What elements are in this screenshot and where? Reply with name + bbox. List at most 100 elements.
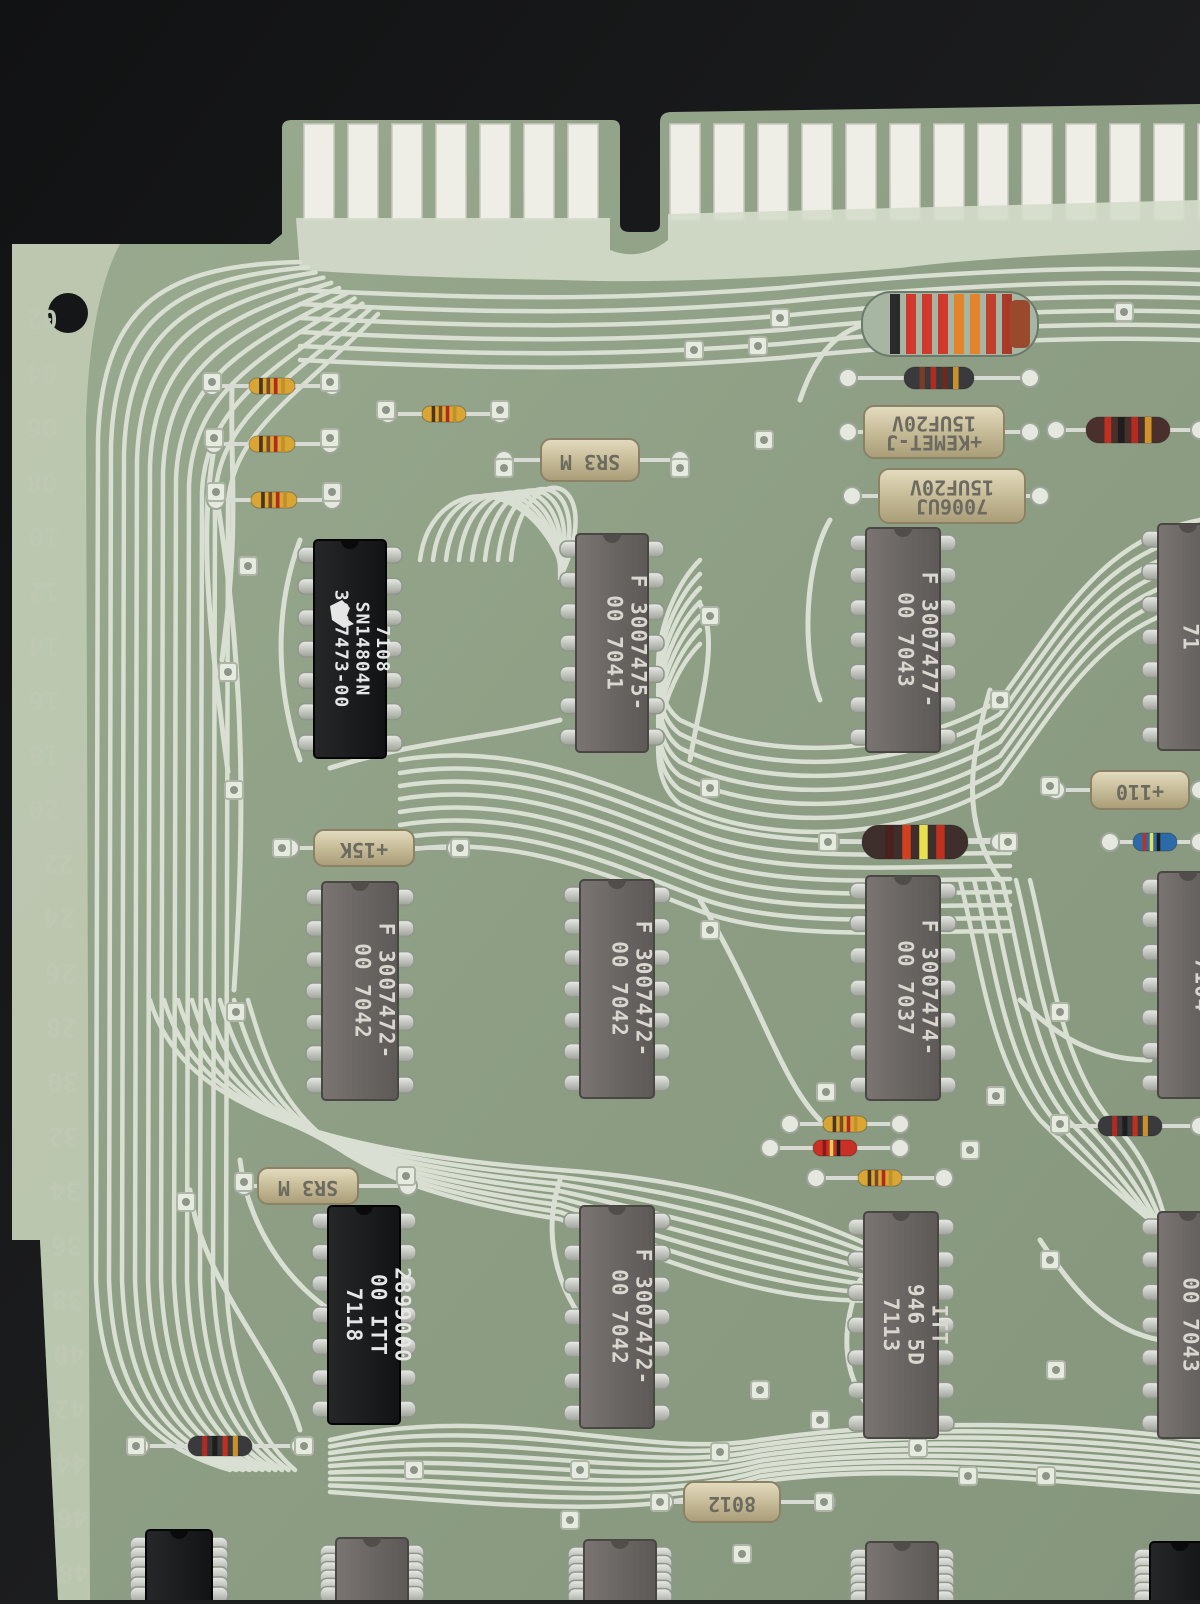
trace xyxy=(147,997,903,1263)
chip-notch xyxy=(892,1212,910,1221)
chip-3007475: F 3007475-00 7041 xyxy=(559,533,665,753)
resistor-r6 xyxy=(1085,416,1171,444)
trace xyxy=(213,489,244,993)
chip-label: F 3007472- xyxy=(374,923,398,1059)
trace xyxy=(327,1447,1200,1475)
capacitor-label: SR3 M xyxy=(560,450,620,474)
trace xyxy=(187,1187,303,1433)
color-band xyxy=(438,406,443,422)
color-band xyxy=(902,825,911,859)
chip-label: 00 7042 xyxy=(607,1269,631,1365)
chip-label: 00 7043 xyxy=(893,592,917,688)
color-band xyxy=(259,436,263,452)
via-hole xyxy=(822,1088,830,1096)
trace xyxy=(145,280,334,1473)
chip-notch xyxy=(894,528,912,537)
via-hole xyxy=(576,1466,584,1474)
edge-label: 48 xyxy=(58,1557,89,1587)
chip-notch xyxy=(603,534,621,543)
via-hole xyxy=(1042,1472,1050,1480)
via-hole xyxy=(716,1448,724,1456)
chip-notch xyxy=(1171,1542,1189,1551)
via-hole xyxy=(300,1442,308,1450)
edge-label: 26 xyxy=(45,957,76,987)
edge-label: 36 xyxy=(51,1230,82,1260)
color-band xyxy=(874,1170,879,1186)
chip-label: F 3007475- xyxy=(626,575,650,711)
via-hole xyxy=(996,696,1004,704)
via-hole xyxy=(914,1444,922,1452)
solder-joint xyxy=(1046,420,1066,440)
edge-label: 44 xyxy=(56,1448,87,1478)
via-hole xyxy=(410,1466,418,1474)
connector-finger xyxy=(303,123,335,221)
color-band xyxy=(445,406,450,422)
via-hole xyxy=(182,1198,190,1206)
capacitor-body xyxy=(257,1167,359,1205)
chip-label: F 3007474- xyxy=(917,920,941,1056)
chip-label: 00 ITT xyxy=(366,1274,390,1356)
via-hole xyxy=(328,488,336,496)
trace xyxy=(297,280,1200,314)
color-band xyxy=(1104,417,1112,443)
connector-plating xyxy=(296,200,1200,282)
color-band xyxy=(281,378,285,394)
trace xyxy=(106,264,311,1473)
edge-label: 18 xyxy=(28,739,59,769)
color-band xyxy=(822,1140,827,1156)
capacitor-body xyxy=(863,405,1005,459)
solder-joint xyxy=(1020,422,1040,442)
edge-label: 04 xyxy=(26,358,57,388)
solder-joint xyxy=(1020,368,1040,388)
via-hole xyxy=(210,434,218,442)
chip-notch xyxy=(351,882,369,891)
resistor-r4 xyxy=(421,405,467,423)
via-hole xyxy=(496,406,504,414)
resistor-r8 xyxy=(1132,832,1178,852)
via-hole xyxy=(244,562,252,570)
chip-label: 71 xyxy=(1178,623,1200,650)
chip-3007472-b: F 3007472-00 7042 xyxy=(563,879,671,1099)
mounting-hole xyxy=(48,293,88,333)
edge-label: 14 xyxy=(28,630,59,660)
chip-body xyxy=(335,1537,409,1604)
chip-label: 00 7043 xyxy=(1178,1277,1200,1373)
chip-notch xyxy=(1179,1212,1197,1221)
connector-finger xyxy=(713,123,745,221)
trace xyxy=(189,997,903,1280)
color-band xyxy=(953,367,959,389)
via-hole xyxy=(326,434,334,442)
chip-label: 00 7042 xyxy=(607,941,631,1037)
via-hole xyxy=(402,1172,410,1180)
chip-label: ITT xyxy=(928,1305,952,1346)
chip-right-bottom: F00 7043 xyxy=(1141,1211,1200,1439)
chip-body xyxy=(1149,1541,1200,1604)
solder-joint xyxy=(1190,420,1200,440)
trace xyxy=(278,537,303,763)
chip-label: 7118 xyxy=(342,1288,366,1343)
capacitor-label: +110 xyxy=(1116,780,1164,804)
connector-finger xyxy=(567,123,599,221)
edge-label: 40 xyxy=(53,1339,84,1369)
trace xyxy=(297,308,1200,342)
connector-finger xyxy=(669,123,701,221)
trace xyxy=(184,296,357,1473)
color-band xyxy=(1122,1116,1128,1136)
trace xyxy=(327,1453,1200,1483)
chip-label: 3007473-00 xyxy=(331,590,352,708)
capacitor-label: 7006UJ xyxy=(916,494,988,518)
color-band xyxy=(1112,1116,1118,1136)
color-band xyxy=(283,492,287,508)
chip-label: 2899000 xyxy=(391,1267,415,1363)
solder-joint xyxy=(1030,486,1050,506)
via-hole xyxy=(1046,782,1054,790)
trace xyxy=(203,997,903,1285)
trace xyxy=(1017,997,1153,1063)
edge-pin-labels: 0204060810121416182022242628303234363840… xyxy=(26,303,89,1587)
chip-notch xyxy=(355,1206,373,1215)
solder-joint xyxy=(1190,1116,1200,1136)
via-hole xyxy=(776,314,784,322)
